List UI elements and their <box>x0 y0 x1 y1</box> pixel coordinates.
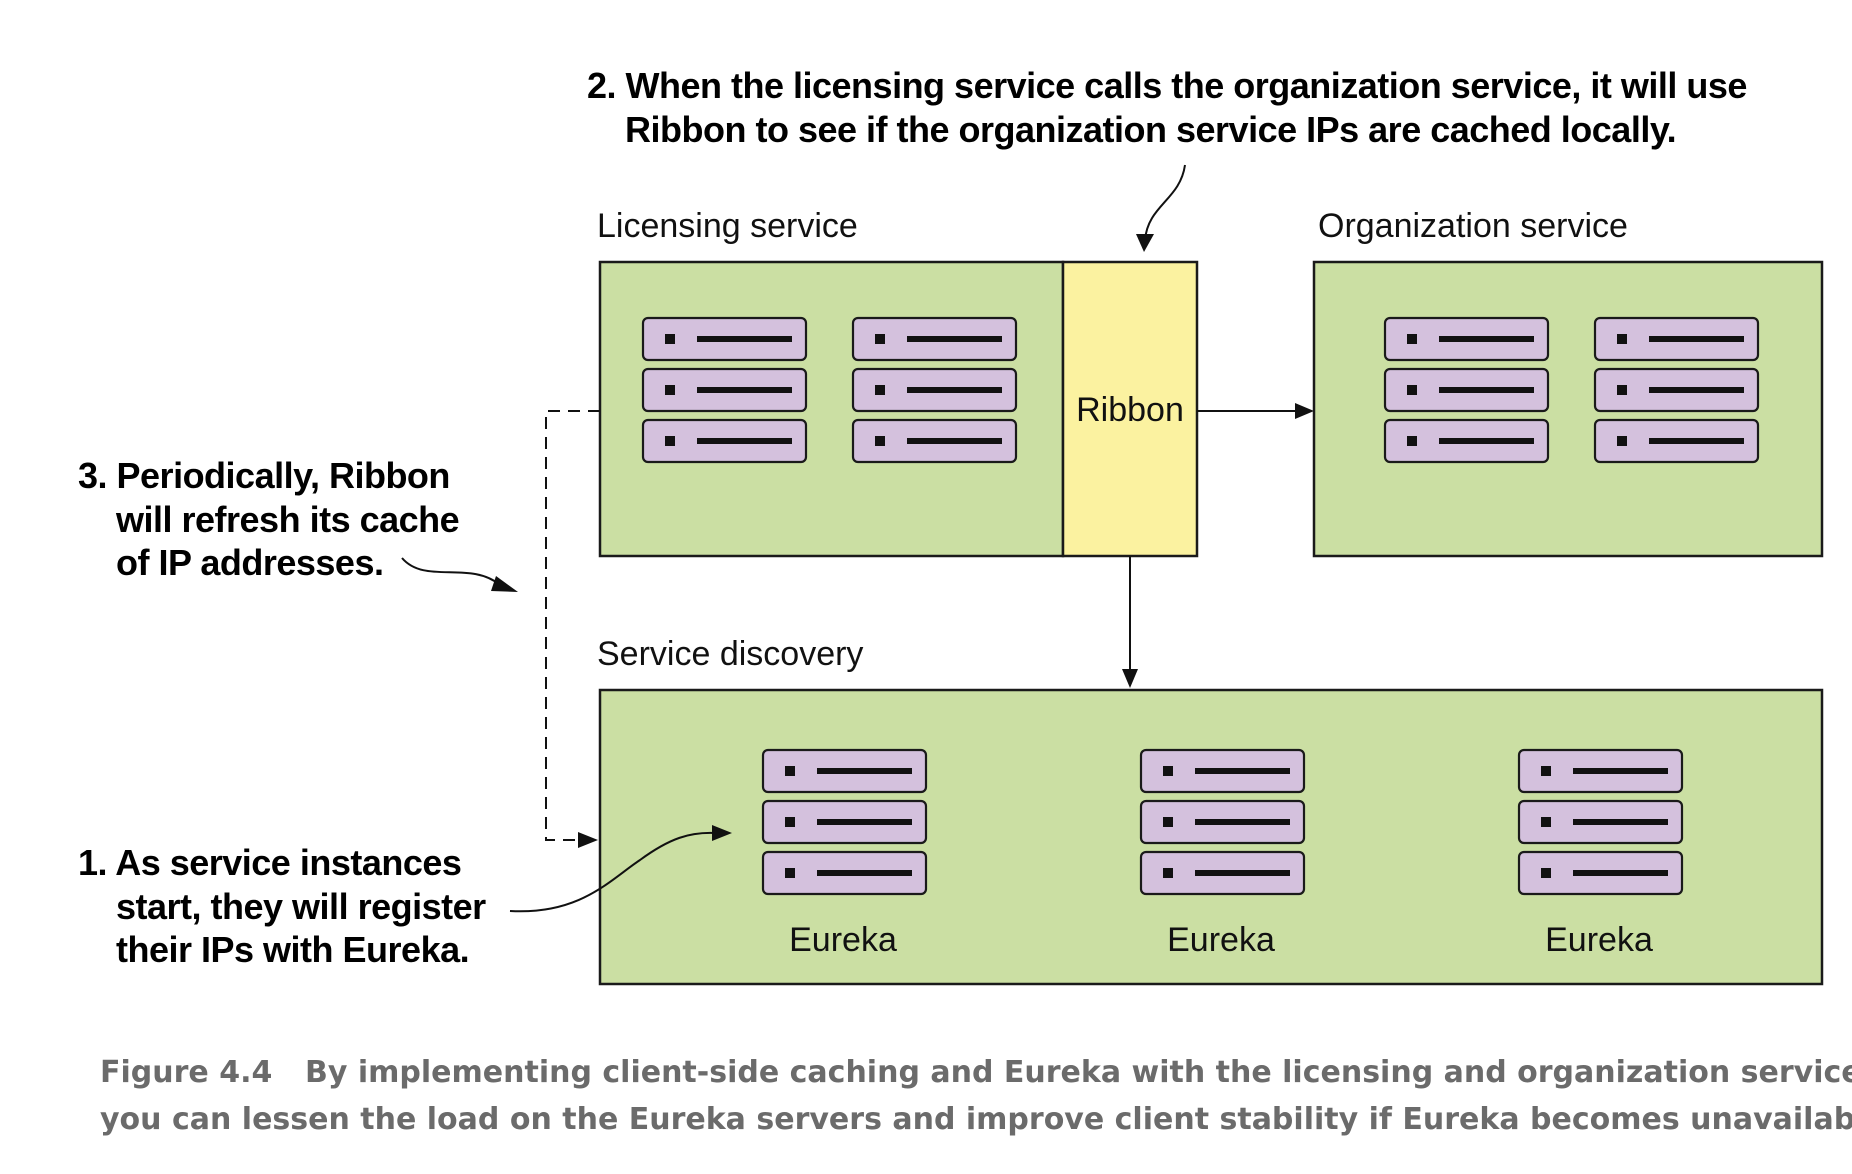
server-stack-icon <box>761 748 928 896</box>
cache-refresh-dashed-path <box>545 410 600 841</box>
ribbon-label: Ribbon <box>1076 391 1184 429</box>
server-indicator <box>875 385 885 395</box>
server-indicator <box>1163 868 1173 878</box>
step3-annotation-line1: 3. Periodically, Ribbon <box>78 455 450 496</box>
server-stack-icon <box>1139 748 1306 896</box>
server-indicator <box>875 334 885 344</box>
ribbon-box <box>1061 260 1199 558</box>
step3-pointer-arrowhead <box>491 576 518 592</box>
server-indicator <box>1163 817 1173 827</box>
server-stack-icon <box>851 316 1018 464</box>
step2-pointer-curve <box>1144 164 1186 241</box>
step1-pointer-curve <box>509 831 716 913</box>
eureka-label-2: Eureka <box>1167 921 1275 959</box>
caption-line1: By implementing client-side caching and … <box>305 1055 1852 1090</box>
server-indicator <box>1617 385 1627 395</box>
ribbon-to-organization-arrowhead <box>1295 403 1314 419</box>
step3-annotation-line3: of IP addresses. <box>116 542 383 583</box>
server-indicator <box>785 868 795 878</box>
server-indicator <box>1541 817 1551 827</box>
server-indicator <box>1617 334 1627 344</box>
server-indicator <box>665 334 675 344</box>
server-indicator <box>665 436 675 446</box>
server-indicator <box>875 436 885 446</box>
server-indicator <box>1617 436 1627 446</box>
step2-annotation-line1: 2. When the licensing service calls the … <box>587 65 1747 106</box>
service-discovery-title: Service discovery <box>597 635 863 673</box>
server-indicator <box>1407 334 1417 344</box>
server-indicator <box>665 385 675 395</box>
server-stack-icon <box>641 316 808 464</box>
cache-refresh-arrowhead <box>578 832 598 848</box>
eureka-label-1: Eureka <box>789 921 897 959</box>
server-indicator <box>1407 385 1417 395</box>
ribbon-to-discovery-arrowhead <box>1122 669 1138 688</box>
server-indicator <box>1541 868 1551 878</box>
server-indicator <box>1407 436 1417 446</box>
step3-pointer-curve <box>401 557 501 586</box>
organization-service-title: Organization service <box>1318 207 1628 245</box>
step1-pointer-arrowhead <box>712 825 732 841</box>
step1-annotation-line2: start, they will register <box>116 886 486 927</box>
step2-pointer-arrowhead <box>1136 234 1154 252</box>
server-stack-icon <box>1517 748 1684 896</box>
step1-annotation-line1: 1. As service instances <box>78 842 461 883</box>
licensing-service-title: Licensing service <box>597 207 858 245</box>
server-stack-icon <box>1593 316 1760 464</box>
server-indicator <box>785 766 795 776</box>
eureka-label-3: Eureka <box>1545 921 1653 959</box>
step1-annotation-line3: their IPs with Eureka. <box>116 929 469 970</box>
server-indicator <box>1541 766 1551 776</box>
server-stack-icon <box>1383 316 1550 464</box>
server-indicator <box>785 817 795 827</box>
server-indicator <box>1163 766 1173 776</box>
server-stacks <box>641 316 1760 896</box>
step3-annotation-line2: will refresh its cache <box>115 499 459 540</box>
caption-line2: you can lessen the load on the Eureka se… <box>100 1102 1852 1137</box>
step2-annotation-line2: Ribbon to see if the organization servic… <box>625 109 1676 150</box>
figure-number: Figure 4.4 <box>100 1055 272 1090</box>
